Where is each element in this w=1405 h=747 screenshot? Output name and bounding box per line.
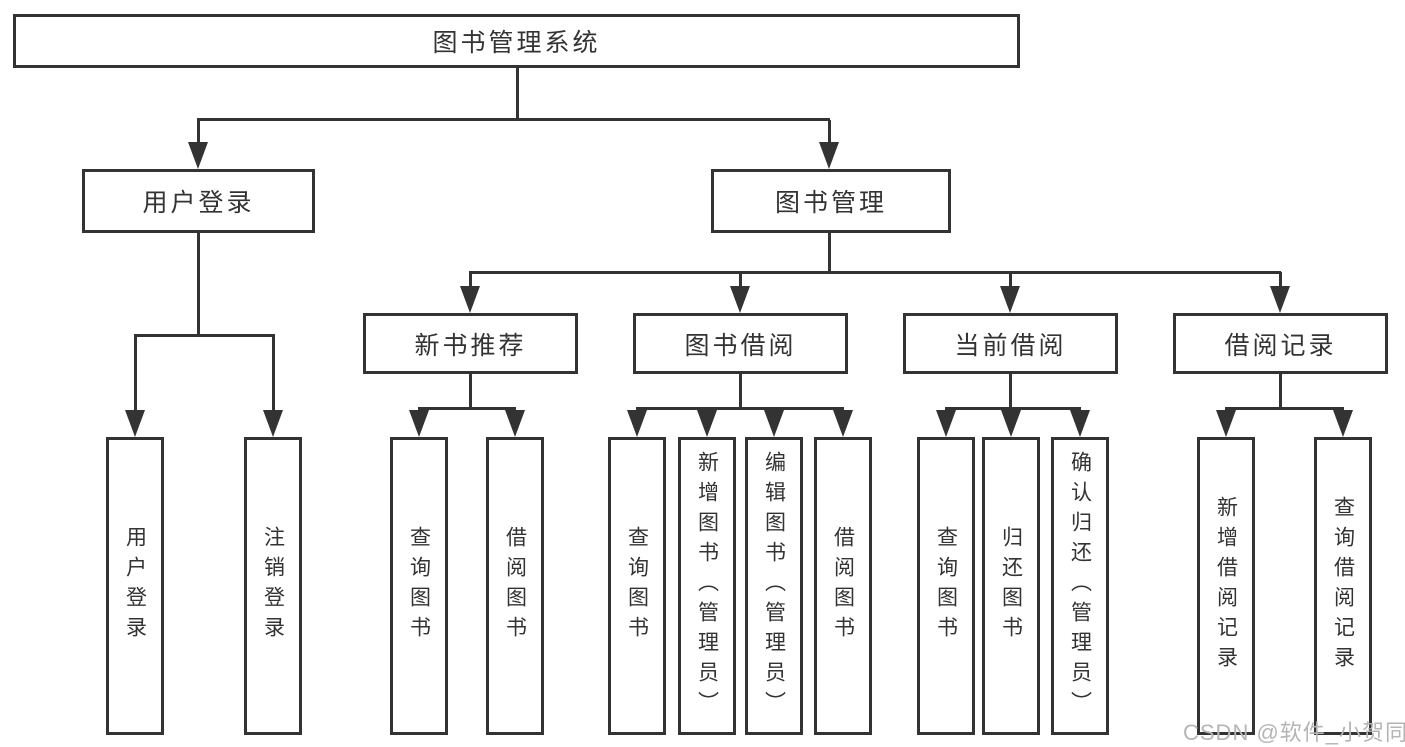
arrowhead-icon xyxy=(409,410,429,437)
node-label: 借阅记录 xyxy=(1224,331,1337,360)
node-label: 查询图书 xyxy=(934,526,958,646)
node-book-borrowing: 图书借阅 xyxy=(633,313,848,374)
node-label: 图书借阅 xyxy=(684,331,797,360)
connector-hline xyxy=(134,334,275,337)
node-label: 注销登录 xyxy=(261,526,285,646)
connector-vline xyxy=(828,120,831,147)
csdn-watermark: CSDN @软件_小贺同学 xyxy=(1183,720,1405,745)
leaf-add-borrow-record: 新增借阅记录 xyxy=(1197,437,1255,735)
node-label: 用户登录 xyxy=(142,189,255,217)
arrowhead-icon xyxy=(819,142,839,169)
connector-vline xyxy=(1009,272,1012,290)
leaf-edit-book-admin: 编辑图书（管理员） xyxy=(745,437,803,735)
node-label: 借阅图书 xyxy=(831,526,855,646)
connector-vline xyxy=(1009,374,1012,410)
connector-vline xyxy=(828,233,831,273)
node-label: 图书管理 xyxy=(774,189,887,217)
node-label: 确认归还（管理员） xyxy=(1068,451,1092,721)
leaf-query-book-recommend: 查询图书 xyxy=(390,437,448,735)
node-label: 当前借阅 xyxy=(954,331,1067,360)
connector-hline xyxy=(636,407,844,410)
node-label: 用户登录 xyxy=(123,526,147,646)
connector-hline xyxy=(1225,407,1344,410)
node-label: 查询借阅记录 xyxy=(1331,496,1355,676)
node-current-borrowing: 当前借阅 xyxy=(903,313,1118,374)
connector-hline xyxy=(469,271,1281,274)
node-label: 借阅图书 xyxy=(503,526,527,646)
leaf-query-book-borrow: 查询图书 xyxy=(608,437,666,735)
arrowhead-icon xyxy=(833,410,853,437)
connector-hline xyxy=(418,407,516,410)
node-book-management: 图书管理 xyxy=(711,169,951,233)
node-label: 图书管理系统 xyxy=(432,29,601,57)
arrowhead-icon xyxy=(1333,410,1353,437)
connector-vline xyxy=(1279,374,1282,410)
arrowhead-icon xyxy=(1216,410,1236,437)
arrowhead-icon xyxy=(505,410,525,437)
connector-vline xyxy=(272,335,275,414)
leaf-user-login: 用户登录 xyxy=(106,437,164,735)
arrowhead-icon xyxy=(730,286,750,313)
leaf-logout-login: 注销登录 xyxy=(244,437,302,735)
arrowhead-icon xyxy=(1000,286,1020,313)
connector-vline xyxy=(197,120,200,147)
leaf-borrow-book: 借阅图书 xyxy=(814,437,872,735)
node-label: 新增借阅记录 xyxy=(1214,496,1238,676)
node-user-login: 用户登录 xyxy=(82,169,315,233)
arrowhead-icon xyxy=(1070,410,1090,437)
node-label: 归还图书 xyxy=(999,526,1023,646)
arrowhead-icon xyxy=(1001,410,1021,437)
connector-hline xyxy=(197,118,830,121)
node-label: 新增图书（管理员） xyxy=(695,451,719,721)
connector-vline xyxy=(469,272,472,290)
leaf-query-book-current: 查询图书 xyxy=(917,437,975,735)
leaf-borrow-book-recommend: 借阅图书 xyxy=(486,437,544,735)
connector-vline xyxy=(516,68,519,120)
arrowhead-icon xyxy=(697,410,717,437)
arrowhead-icon xyxy=(460,286,480,313)
arrowhead-icon xyxy=(627,410,647,437)
arrowhead-icon xyxy=(936,410,956,437)
leaf-return-book: 归还图书 xyxy=(982,437,1040,735)
node-label: 查询图书 xyxy=(625,526,649,646)
node-library-management-system: 图书管理系统 xyxy=(13,14,1020,68)
node-label: 编辑图书（管理员） xyxy=(762,451,786,721)
leaf-confirm-return-admin: 确认归还（管理员） xyxy=(1051,437,1109,735)
connector-vline xyxy=(469,374,472,410)
arrowhead-icon xyxy=(125,410,145,437)
connector-vline xyxy=(134,335,137,414)
node-label: 查询图书 xyxy=(407,526,431,646)
arrowhead-icon xyxy=(764,410,784,437)
leaf-query-borrow-record: 查询借阅记录 xyxy=(1314,437,1372,735)
connector-hline xyxy=(945,407,1081,410)
connector-vline xyxy=(1279,272,1282,290)
node-new-book-recommendation: 新书推荐 xyxy=(363,313,578,374)
arrowhead-icon xyxy=(1270,286,1290,313)
arrowhead-icon xyxy=(188,142,208,169)
connector-vline xyxy=(739,374,742,410)
connector-vline xyxy=(197,233,200,336)
connector-vline xyxy=(739,272,742,290)
leaf-add-book-admin: 新增图书（管理员） xyxy=(678,437,736,735)
node-label: 新书推荐 xyxy=(414,331,527,360)
node-borrowing-records: 借阅记录 xyxy=(1173,313,1388,374)
arrowhead-icon xyxy=(263,410,283,437)
